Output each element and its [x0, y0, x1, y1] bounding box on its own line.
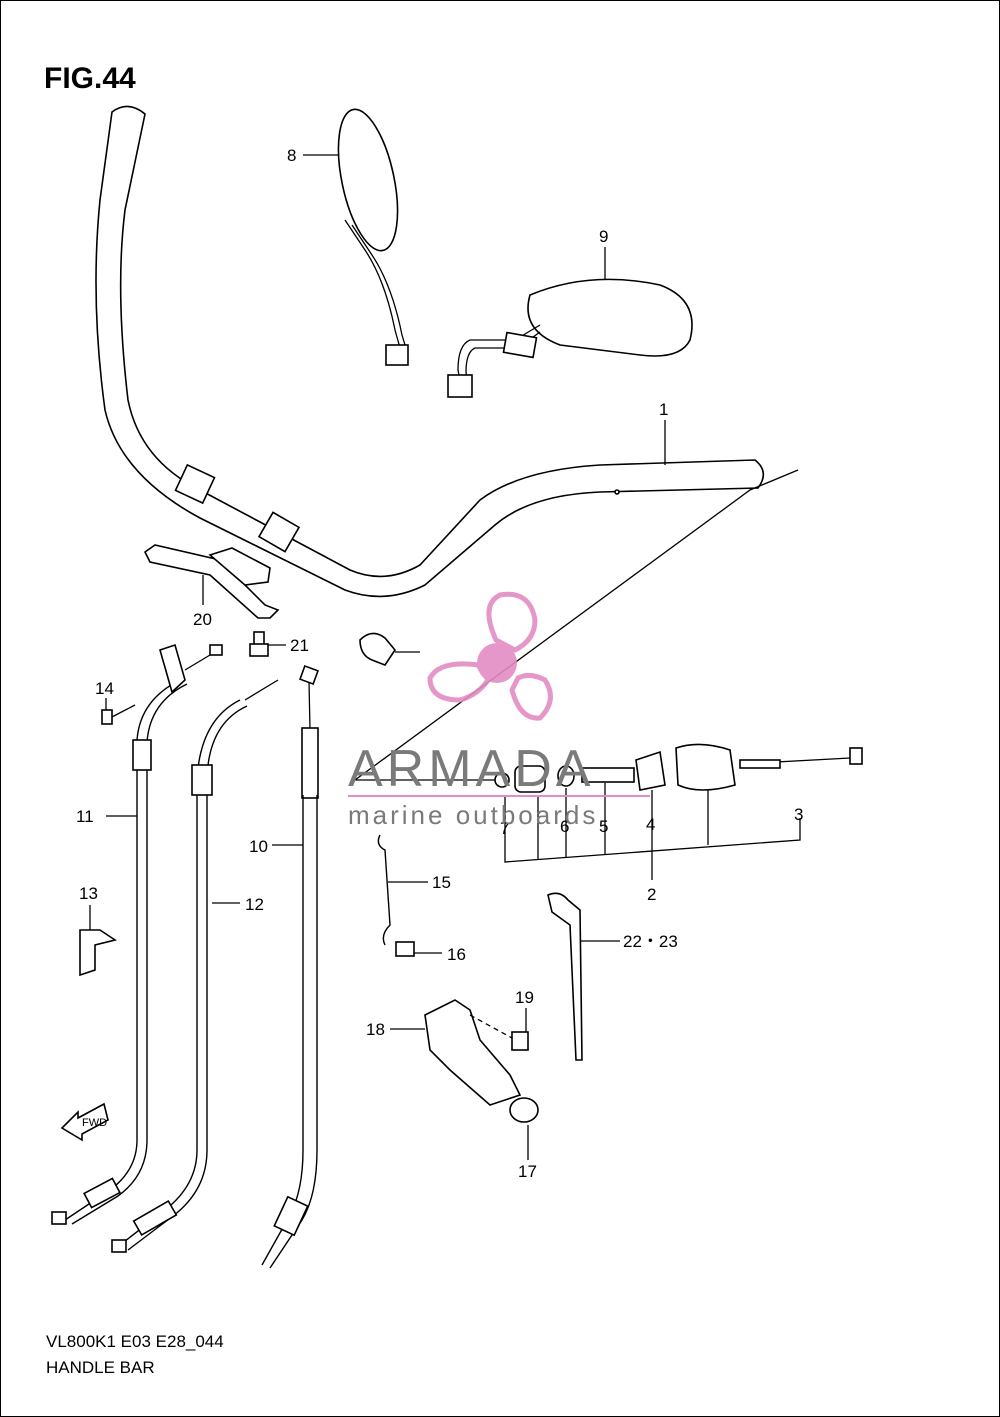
fwd-label: FWD [82, 1117, 107, 1129]
callout-16: 16 [447, 945, 466, 964]
bolt-21 [249, 631, 286, 657]
propeller-logo [427, 591, 553, 721]
cable-11 [51, 643, 223, 1225]
callout-18: 18 [366, 1020, 385, 1039]
section-name: HANDLE BAR [46, 1358, 155, 1377]
mirror-right [447, 278, 693, 398]
cable-tie [547, 892, 583, 1061]
callout-leaders [89, 154, 666, 1160]
model-code: VL800K1 E03 E28_044 [46, 1332, 224, 1351]
ignition-bracket [424, 999, 539, 1123]
callout-1: 1 [659, 400, 668, 419]
clip-15 [377, 834, 391, 946]
assembly-leader [353, 469, 799, 781]
callout-15: 15 [432, 873, 451, 892]
mirror-left [337, 108, 409, 366]
figure-title: FIG.44 [44, 62, 136, 95]
callout-20: 20 [193, 610, 212, 629]
callout-12: 12 [245, 895, 264, 914]
callout-21: 21 [290, 636, 309, 655]
callout-2: 2 [647, 885, 656, 904]
bar-end-assembly [494, 743, 863, 880]
callout-7: 7 [500, 819, 509, 838]
handlebar [95, 105, 765, 598]
callout-9: 9 [599, 227, 608, 246]
watermark-name: ARMADA [348, 740, 594, 798]
callout-14: 14 [95, 679, 114, 698]
callout-17: 17 [518, 1162, 537, 1181]
callout-13: 13 [79, 884, 98, 903]
armada-watermark: ARMADA marine outboards [348, 591, 650, 830]
callout-6: 6 [560, 817, 569, 836]
watermark-tagline: marine outboards [348, 800, 598, 830]
callout-8: 8 [287, 146, 296, 165]
bracket-13 [79, 929, 117, 977]
cable-10 [261, 665, 319, 1269]
callout-3: 3 [794, 805, 803, 824]
clamp-24 [359, 632, 420, 666]
callout-11: 11 [76, 807, 94, 826]
callout-22-23: 22・23 [623, 932, 678, 951]
callout-10: 10 [249, 837, 268, 856]
callout-19: 19 [515, 988, 534, 1007]
bracket-20 [143, 544, 280, 619]
callout-5: 5 [599, 817, 608, 836]
forward-direction-badge: FWD [60, 1102, 109, 1142]
cable-12 [111, 679, 279, 1253]
callout-labels: 8 9 1 20 21 14 11 10 13 12 15 16 7 6 5 4… [76, 146, 803, 1181]
callout-4: 4 [646, 815, 655, 834]
screw-16 [395, 941, 442, 957]
